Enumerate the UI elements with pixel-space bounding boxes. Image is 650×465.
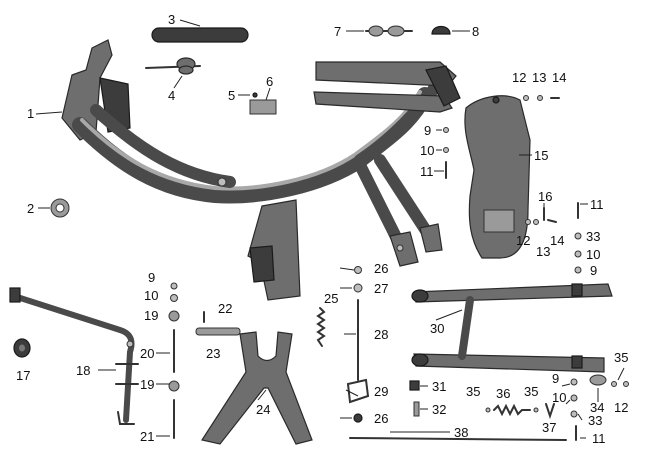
sleeve-32-part — [413, 401, 420, 417]
callout-19-a: 19 — [144, 308, 158, 323]
callout-11-a: 11 — [420, 164, 434, 179]
callout-26-a: 26 — [374, 261, 388, 276]
callout-10-b: 10 — [586, 247, 600, 262]
callout-11-b: 11 — [590, 197, 604, 212]
callout-8: 8 — [472, 24, 479, 39]
callout-10-c: 10 — [144, 288, 158, 303]
callout-17: 17 — [16, 368, 30, 383]
callout-12-a: 12 — [512, 70, 526, 85]
hardware-9-10-11-mid — [443, 127, 449, 179]
pin-part — [252, 92, 258, 98]
callout-24: 24 — [256, 402, 270, 417]
hardware-33-10-9-right — [574, 232, 582, 274]
callout-13-a: 13 — [532, 70, 546, 85]
callout-14-a: 14 — [552, 70, 566, 85]
leader-lines — [35, 19, 625, 439]
callout-35-b: 35 — [524, 384, 538, 399]
callout-30: 30 — [430, 321, 444, 336]
callout-16: 16 — [538, 189, 552, 204]
pivot-stack-part — [168, 282, 180, 439]
centre-stand-part — [201, 331, 313, 445]
callout-33-a: 33 — [586, 229, 600, 244]
callout-36: 36 — [496, 386, 510, 401]
callout-23: 23 — [206, 346, 220, 361]
callout-19-b: 19 — [140, 377, 154, 392]
callout-4: 4 — [168, 88, 175, 103]
callout-28: 28 — [374, 327, 388, 342]
spring-25-part — [316, 307, 326, 347]
cap-part — [431, 25, 451, 35]
callout-21: 21 — [140, 429, 154, 444]
callout-25: 25 — [324, 291, 338, 306]
callout-33-b: 33 — [588, 413, 602, 428]
callout-15: 15 — [534, 148, 548, 163]
frame-part — [61, 39, 461, 301]
rod-38-part — [349, 437, 567, 441]
callout-2: 2 — [27, 201, 34, 216]
callout-12-c: 12 — [614, 400, 628, 415]
callout-9-c: 9 — [148, 270, 155, 285]
swing-arm-part — [411, 283, 613, 373]
callout-7: 7 — [334, 24, 341, 39]
callout-12-b: 12 — [516, 233, 530, 248]
callout-37: 37 — [542, 420, 556, 435]
callout-14-b: 14 — [550, 233, 564, 248]
callout-11-c: 11 — [592, 431, 606, 446]
callout-9-d: 9 — [552, 371, 559, 386]
hardware-12-13-14-16-right — [525, 202, 579, 225]
callout-27: 27 — [374, 281, 388, 296]
callout-9-a: 9 — [424, 123, 431, 138]
callout-10-a: 10 — [420, 143, 434, 158]
callout-3: 3 — [168, 12, 175, 27]
hardware-12-13-14-top — [523, 95, 560, 101]
grip-part — [151, 27, 249, 43]
callout-5: 5 — [228, 88, 235, 103]
callout-labels: 1 2 3 4 5 6 7 8 9 10 11 12 13 14 15 16 1… — [16, 12, 628, 446]
callout-26-b: 26 — [374, 411, 388, 426]
callout-9-b: 9 — [590, 263, 597, 278]
callout-35-a: 35 — [466, 384, 480, 399]
callout-34: 34 — [590, 400, 604, 415]
callout-10-d: 10 — [552, 390, 566, 405]
callout-1: 1 — [27, 106, 34, 121]
callout-38: 38 — [454, 425, 468, 440]
callout-6: 6 — [266, 74, 273, 89]
rod-23-part — [195, 327, 241, 336]
spring-36-part — [485, 403, 539, 417]
callout-20: 20 — [140, 346, 154, 361]
cable-clip-part — [365, 25, 413, 37]
ring-part — [50, 198, 70, 218]
callout-35-c: 35 — [614, 350, 628, 365]
callout-22: 22 — [218, 301, 232, 316]
block-part — [249, 99, 277, 115]
callout-13-b: 13 — [536, 244, 550, 259]
callout-31: 31 — [432, 379, 446, 394]
side-stand-part — [9, 287, 139, 425]
clip-part — [145, 57, 201, 75]
rod-stack-part — [346, 266, 370, 423]
callout-29: 29 — [374, 384, 388, 399]
roller-part — [13, 338, 31, 358]
callout-32: 32 — [432, 402, 446, 417]
block-31-part — [409, 380, 420, 391]
hardware-right-lower — [570, 374, 629, 441]
clip-37-part — [545, 403, 555, 420]
callout-18: 18 — [76, 363, 90, 378]
